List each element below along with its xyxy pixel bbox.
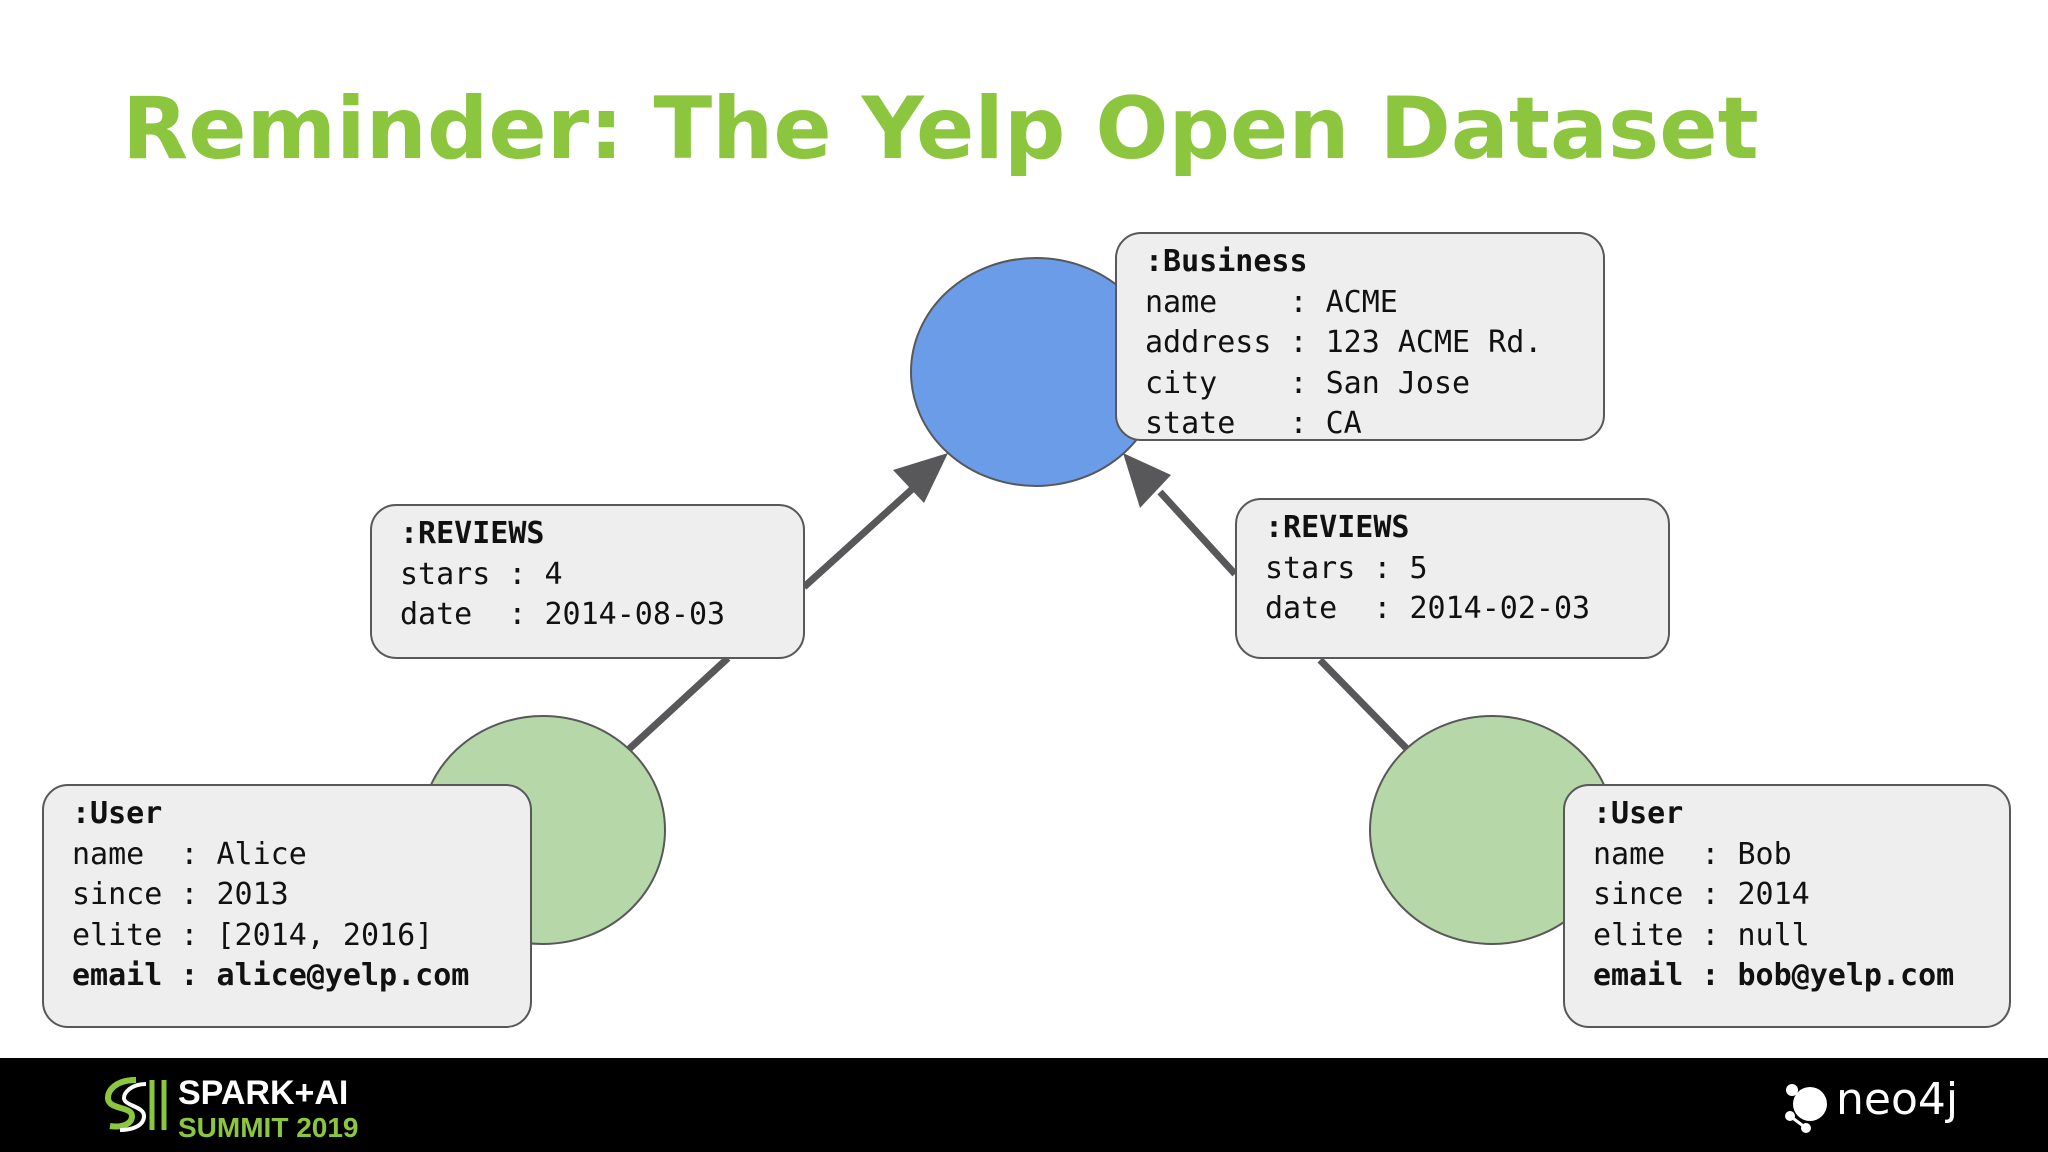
card-label: :REVIEWS [1265,510,1410,545]
property-row: email : alice@yelp.com [72,956,530,997]
property-row: since : 2014 [1593,875,2009,916]
property-separator: : [1271,284,1326,320]
property-key: city [1145,365,1272,401]
property-separator: : [1271,325,1326,360]
property-row: name : Bob [1593,835,2009,876]
slide-title: Reminder: The Yelp Open Dataset [122,79,1759,179]
property-separator: : [162,877,217,912]
property-value: 2014-02-03 [1409,591,1591,626]
property-separator: : [490,556,545,592]
property-value: 5 [1409,550,1428,586]
property-value: ACME [1325,284,1398,320]
property-key: date [1265,591,1356,626]
property-value: CA [1325,406,1362,441]
property-separator: : [1683,836,1738,872]
property-key: email [1593,958,1684,993]
property-key: date [400,597,491,632]
property-separator: : [1683,877,1738,912]
neo4j-wordmark: neo4j [1836,1074,1959,1125]
edge-review-to-business-right [1157,489,1238,577]
property-value: alice@yelp.com [216,958,470,993]
property-row: name : Alice [72,835,530,876]
property-key: since [1593,877,1684,912]
property-key: state [1145,406,1272,441]
property-separator: : [1271,365,1326,401]
card-label: :Business [1145,244,1308,279]
property-row: date : 2014-08-03 [400,595,803,636]
card-label: :REVIEWS [400,516,545,551]
property-separator: : [162,958,217,993]
property-value: San Jose [1325,365,1471,401]
property-value: [2014, 2016] [216,917,434,953]
property-key: stars [1265,550,1356,586]
property-row: stars : 4 [400,555,803,596]
property-key: since [72,877,163,912]
neo4j-logo-icon [1785,1084,1827,1133]
property-value: 2014 [1737,877,1810,912]
property-row: stars : 5 [1265,549,1668,590]
property-key: address [1145,325,1272,360]
property-separator: : [1355,591,1410,626]
property-value: 4 [544,556,563,592]
property-value: null [1737,917,1810,953]
arrowhead-left-icon [893,453,948,503]
card-label: :User [1593,796,1684,831]
property-row: date : 2014-02-03 [1265,589,1668,630]
spark-summit-wordmark: SPARK+AI [178,1074,349,1112]
property-separator: : [162,917,217,953]
edge-review-to-business-left [801,479,923,590]
edge-bob-to-review [1317,657,1413,755]
property-row: since : 2013 [72,875,530,916]
property-row: email : bob@yelp.com [1593,956,2009,997]
property-separator: : [162,836,217,872]
property-key: email [72,958,163,993]
property-key: stars [400,556,491,592]
property-key: elite [72,917,163,953]
property-row: address : 123 ACME Rd. [1145,323,1603,364]
property-value: 2013 [216,877,289,912]
property-separator: : [1355,550,1410,586]
property-value: bob@yelp.com [1737,958,1955,993]
card-label: :User [72,796,163,831]
property-separator: : [1271,406,1326,441]
property-value: 2014-08-03 [544,597,726,632]
spark-summit-year: SUMMIT 2019 [178,1112,359,1143]
property-key: elite [1593,917,1684,953]
property-separator: : [490,597,545,632]
arrowhead-right-icon [1123,453,1171,508]
property-row: city : San Jose [1145,364,1603,405]
property-key: name [1593,836,1684,872]
property-value: 123 ACME Rd. [1325,325,1543,360]
property-key: name [1145,284,1272,320]
property-key: name [72,836,163,872]
property-row: state : CA [1145,404,1603,445]
property-value: Bob [1737,836,1792,872]
property-row: name : ACME [1145,283,1603,324]
property-separator: : [1683,917,1738,953]
property-separator: : [1683,958,1738,993]
footer-bar: SPARK+AI SUMMIT 2019 neo4j [0,1058,2048,1152]
property-row: elite : null [1593,916,2009,957]
spark-ai-logo-icon [104,1077,167,1132]
property-value: Alice [216,836,307,872]
edge-alice-to-review [625,655,731,753]
property-row: elite : [2014, 2016] [72,916,530,957]
